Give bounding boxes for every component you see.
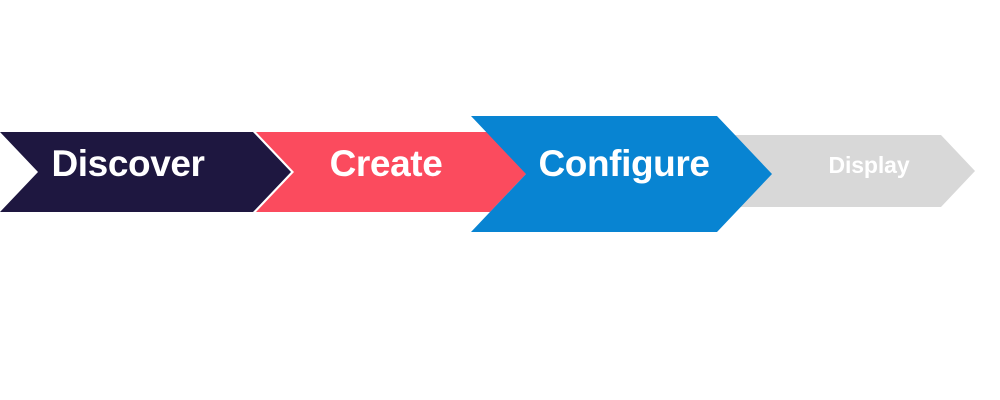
chevron-step-discover[interactable]: Discover (0, 132, 291, 212)
chevron-label-display: Display (828, 152, 909, 178)
chevron-shape-discover[interactable] (0, 132, 291, 212)
chevron-shape-create[interactable] (256, 132, 528, 212)
chevron-step-create[interactable]: Create (256, 132, 528, 212)
chevron-label-create: Create (330, 143, 443, 184)
chevron-step-configure[interactable]: Configure (471, 116, 772, 232)
chevron-label-configure: Configure (538, 143, 709, 184)
chevron-step-display[interactable]: Display (733, 135, 975, 207)
chevron-shape-display[interactable] (733, 135, 975, 207)
chevron-label-discover: Discover (51, 143, 204, 184)
chevron-shape-configure[interactable] (471, 116, 772, 232)
